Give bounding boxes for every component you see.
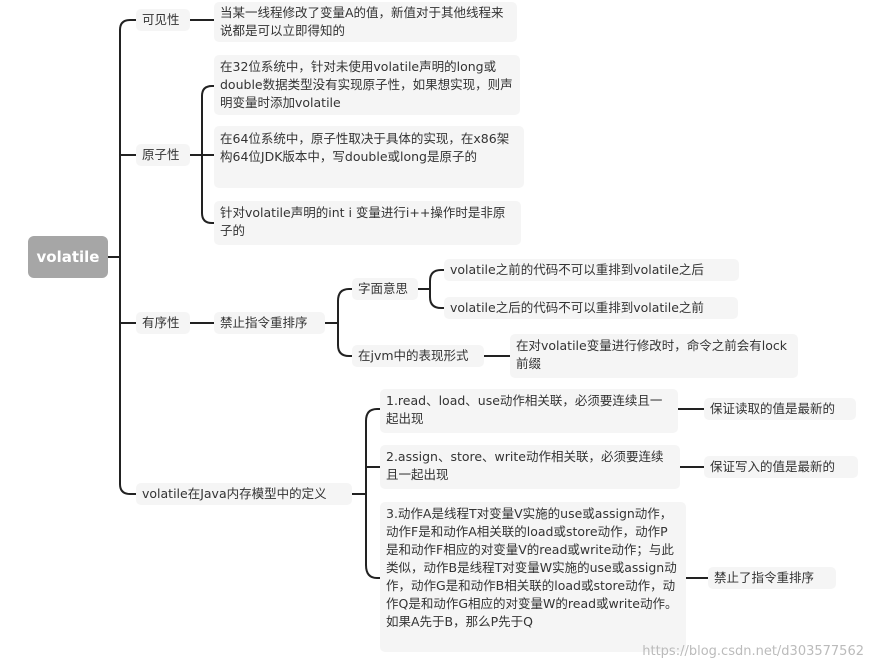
node-visibility[interactable]: 可见性 (136, 9, 190, 31)
node-def-1[interactable]: 1.read、load、use动作相关联，必须要连续且一起出现 (380, 389, 678, 433)
node-atomicity[interactable]: 原子性 (136, 144, 190, 166)
node-def-2-result[interactable]: 保证写入的值是最新的 (704, 456, 858, 478)
node-atomicity-int[interactable]: 针对volatile声明的int i 变量进行i++操作时是非原子的 (214, 201, 521, 245)
node-no-reorder[interactable]: 禁止指令重排序 (214, 312, 325, 334)
node-literal-after[interactable]: volatile之后的代码不可以重排到volatile之前 (444, 297, 738, 319)
node-def-2[interactable]: 2.assign、store、write动作相关联，必须要连续且一起出现 (380, 445, 680, 489)
node-def-3-result[interactable]: 禁止了指令重排序 (708, 567, 836, 589)
node-literal-before[interactable]: volatile之前的代码不可以重排到volatile之后 (444, 259, 739, 281)
node-def-1-result[interactable]: 保证读取的值是最新的 (704, 398, 856, 420)
node-visibility-desc[interactable]: 当某一线程修改了变量A的值，新值对于其他线程来说都是可以立即得知的 (214, 2, 517, 42)
node-def-3[interactable]: 3.动作A是线程T对变量V实施的use或assign动作，动作F是和动作A相关联… (380, 502, 686, 652)
node-definition[interactable]: volatile在Java内存模型中的定义 (136, 483, 352, 505)
node-atomicity-32bit[interactable]: 在32位系统中，针对未使用volatile声明的long或double数据类型没… (214, 55, 520, 115)
node-literal-meaning[interactable]: 字面意思 (352, 278, 418, 300)
node-ordering[interactable]: 有序性 (136, 312, 190, 334)
node-jvm-form[interactable]: 在jvm中的表现形式 (352, 345, 484, 367)
node-jvm-desc[interactable]: 在对volatile变量进行修改时，命令之前会有lock前缀 (510, 334, 798, 378)
root-node-volatile[interactable]: volatile (28, 236, 108, 278)
node-atomicity-64bit[interactable]: 在64位系统中，原子性取决于具体的实现，在x86架构64位JDK版本中，写dou… (214, 126, 524, 188)
watermark: https://blog.csdn.net/d303577562 (642, 644, 864, 659)
